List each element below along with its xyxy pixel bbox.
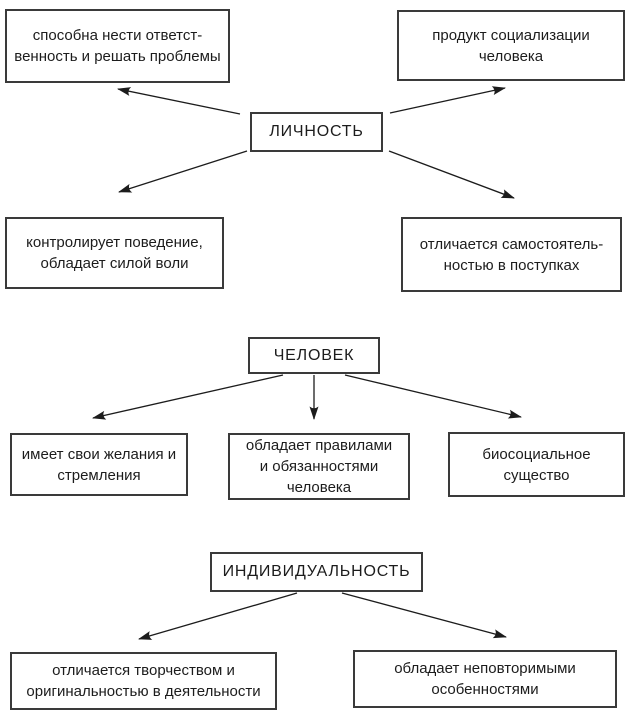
node-human-desires: имеет свои желания и стремления <box>10 433 188 496</box>
node-human-biosocial: биосоциальное существо <box>448 432 625 497</box>
arrow-personality-to-bottom-left <box>118 150 248 193</box>
arrow-human-to-left <box>92 374 284 420</box>
node-personality-title: ЛИЧНОСТЬ <box>250 112 383 152</box>
node-human-rules-duties: обладает правилами и обязанностями челов… <box>228 433 410 500</box>
node-personality-responsibility: способна нести ответст- венность и решат… <box>5 9 230 83</box>
arrow-personality-to-top-left <box>117 87 241 115</box>
arrow-individuality-to-right <box>341 592 507 639</box>
node-human-title: ЧЕЛОВЕК <box>248 337 380 374</box>
arrow-personality-to-bottom-right <box>388 150 515 199</box>
arrow-human-to-right <box>344 374 522 419</box>
node-individuality-creativity: отличается творчеством и оригинальностью… <box>10 652 277 710</box>
arrow-personality-to-top-right <box>389 86 506 114</box>
node-individuality-title: ИНДИВИДУАЛЬНОСТЬ <box>210 552 423 592</box>
node-personality-independence: отличается самостоятель- ностью в поступ… <box>401 217 622 292</box>
node-personality-socialization-product: продукт социализации человека <box>397 10 625 81</box>
node-personality-willpower: контролирует поведение, обладает силой в… <box>5 217 224 289</box>
arrow-individuality-to-left <box>138 592 298 640</box>
node-individuality-unique-features: обладает неповторимыми особенностями <box>353 650 617 708</box>
